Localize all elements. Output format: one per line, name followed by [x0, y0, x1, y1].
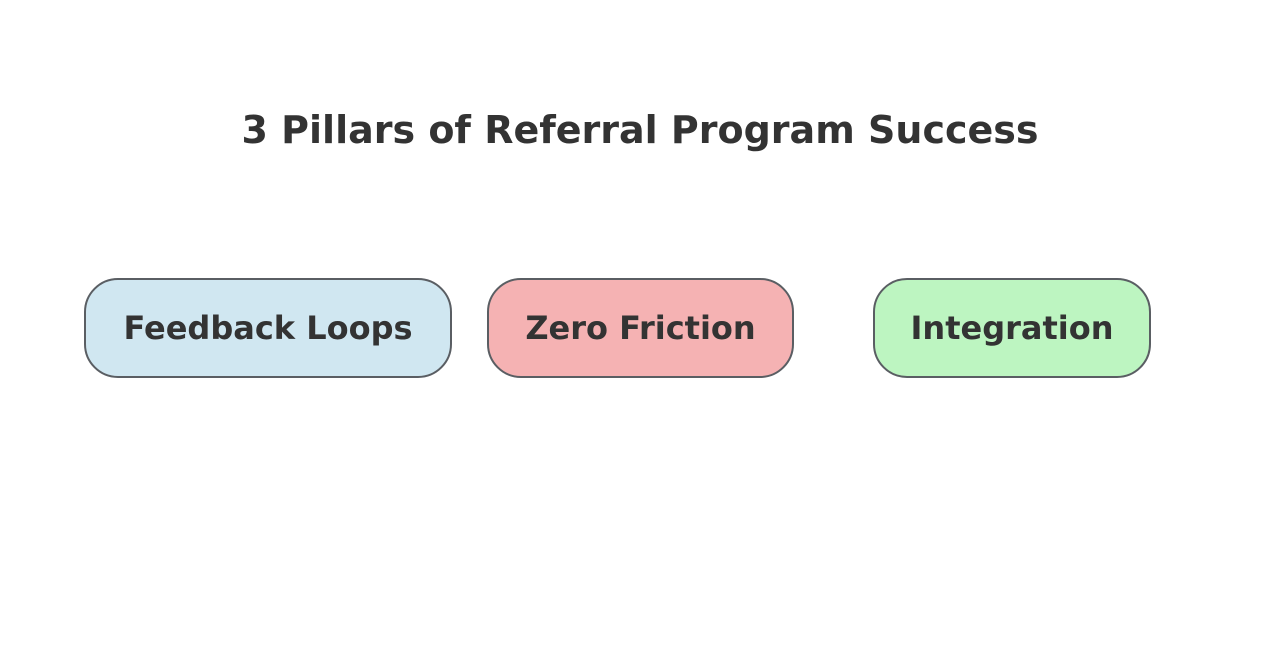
pillar-label: Feedback Loops: [123, 309, 413, 347]
pillar-feedback-loops: Feedback Loops: [84, 278, 452, 378]
pillar-zero-friction: Zero Friction: [487, 278, 794, 378]
diagram-title: 3 Pillars of Referral Program Success: [241, 108, 1039, 152]
pillar-integration: Integration: [873, 278, 1151, 378]
pillar-label: Integration: [910, 309, 1114, 347]
pillar-label: Zero Friction: [525, 309, 756, 347]
